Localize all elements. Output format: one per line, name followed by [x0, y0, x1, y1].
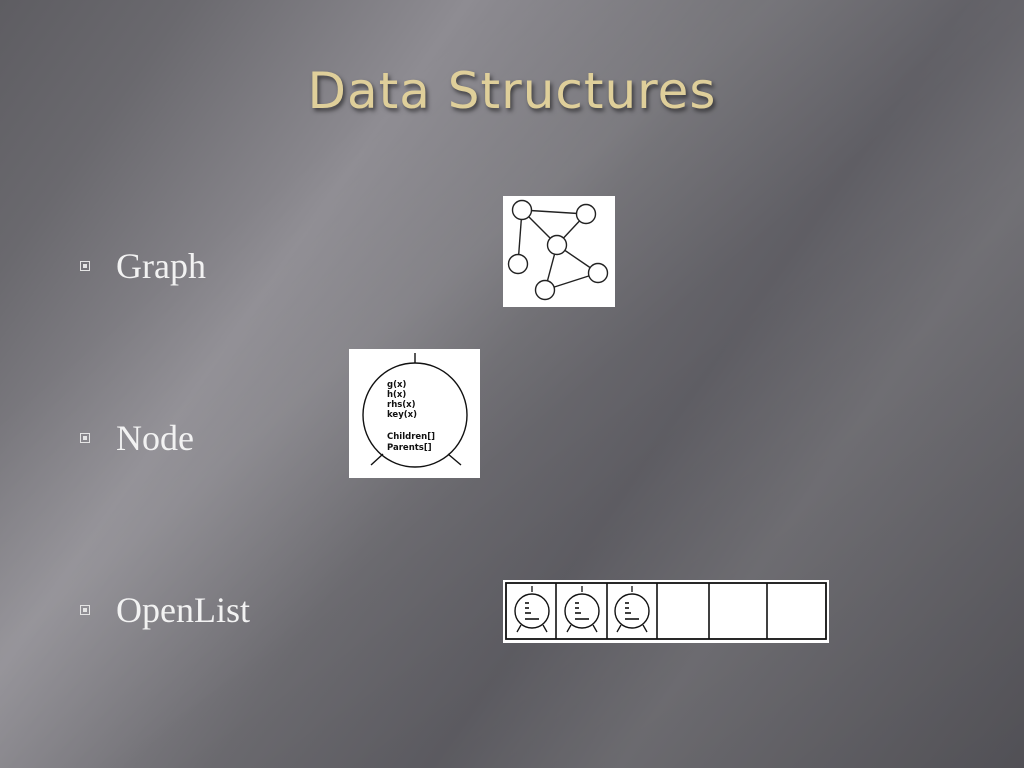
openlist-diagram	[505, 582, 827, 640]
graph-node	[534, 279, 556, 301]
node-field: g(x)	[387, 380, 406, 390]
openlist-node-icon	[564, 586, 600, 633]
openlist-node-icon	[614, 586, 650, 633]
graph-node	[575, 203, 597, 225]
square-bullet-icon	[80, 261, 90, 271]
slide-title: Data Structures	[307, 62, 717, 120]
bullet-label-node: Node	[116, 418, 194, 458]
square-bullet-icon	[80, 605, 90, 615]
node-diagram: g(x) h(x) rhs(x) key(x) Children[] Paren…	[362, 353, 468, 468]
bullet-label-graph: Graph	[116, 246, 206, 286]
node-field: Parents[]	[387, 443, 432, 453]
graph-node	[507, 253, 529, 275]
bullet-label-openlist: OpenList	[116, 590, 250, 630]
node-field: key(x)	[387, 410, 417, 420]
node-circle	[362, 362, 468, 468]
openlist-diagram-image	[503, 580, 829, 643]
node-field: h(x)	[387, 390, 406, 400]
node-diagram-image: g(x) h(x) rhs(x) key(x) Children[] Paren…	[349, 349, 480, 478]
bullet-node: Node	[80, 418, 194, 458]
node-field: Children[]	[387, 432, 435, 442]
node-field: rhs(x)	[387, 400, 416, 410]
graph-node	[511, 199, 533, 221]
square-bullet-icon	[80, 433, 90, 443]
graph-diagram	[507, 199, 609, 301]
graph-node	[587, 262, 609, 284]
graph-node	[546, 234, 568, 256]
openlist-node-icon	[514, 586, 550, 633]
graph-diagram-image	[503, 196, 615, 307]
bullet-graph: Graph	[80, 246, 206, 286]
bullet-openlist: OpenList	[80, 590, 250, 630]
